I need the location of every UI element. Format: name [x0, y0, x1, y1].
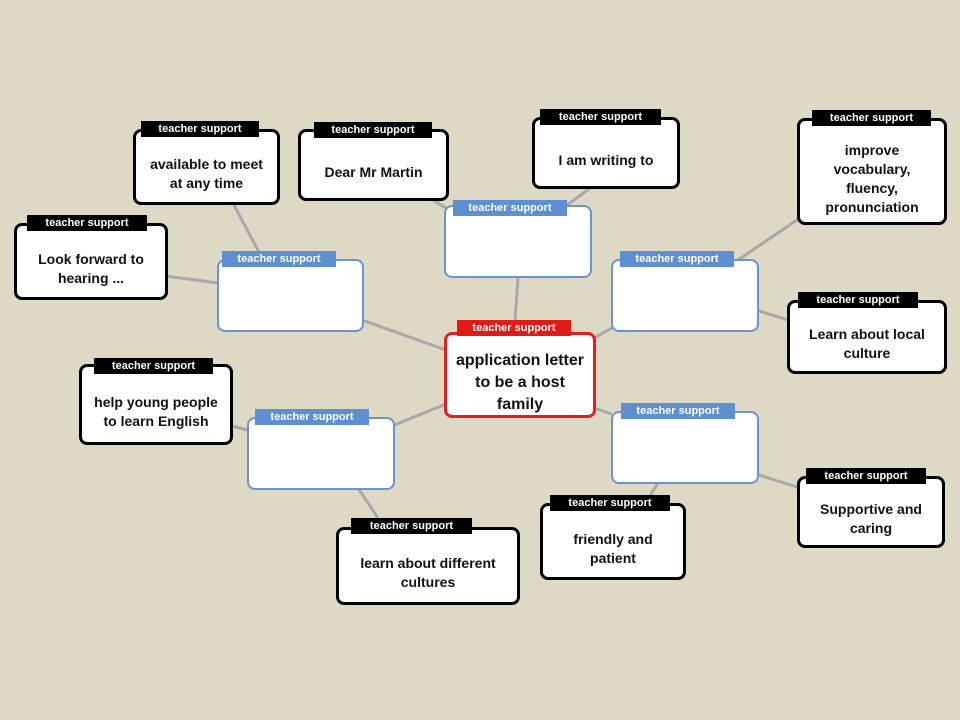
leaf-friendly-text: friendly and patient: [573, 530, 653, 566]
link-left-lookforward: [165, 274, 219, 285]
leaf-vocabulary-text: improve vocabulary, fluency, pronunciati…: [825, 141, 919, 215]
leaf-look-forward-tag[interactable]: teacher support: [27, 215, 147, 231]
branch-left-tag[interactable]: teacher support: [222, 251, 336, 267]
center-topic-tag[interactable]: teacher support: [457, 320, 571, 336]
leaf-look-forward[interactable]: Look forward to hearing ...: [14, 223, 168, 300]
leaf-dear[interactable]: Dear Mr Martin: [298, 129, 449, 201]
branch-node-bottom-right[interactable]: [611, 411, 759, 484]
center-topic-node[interactable]: application letter to be a host family: [444, 332, 596, 418]
leaf-dear-text: Dear Mr Martin: [324, 163, 423, 180]
leaf-help-young-text: help young people to learn English: [94, 393, 218, 429]
link-center-bottom-right: [593, 406, 613, 416]
leaf-help-young-tag[interactable]: teacher support: [94, 358, 213, 374]
leaf-help-young[interactable]: help young people to learn English: [79, 364, 233, 445]
leaf-available-tag[interactable]: teacher support: [141, 121, 259, 137]
link-br-supportive: [755, 472, 801, 490]
branch-bottom-left-tag[interactable]: teacher support: [255, 409, 369, 425]
leaf-dear-tag[interactable]: teacher support: [314, 122, 432, 138]
leaf-supportive-text: Supportive and caring: [820, 501, 922, 536]
branch-left-text: [219, 261, 362, 330]
leaf-available[interactable]: available to meet at any time: [133, 129, 280, 205]
leaf-friendly-tag[interactable]: teacher support: [550, 495, 670, 511]
link-right-vocab: [737, 216, 801, 262]
leaf-local-culture-text: Learn about local culture: [809, 326, 925, 361]
leaf-available-text: available to meet at any time: [150, 156, 263, 191]
link-right-local: [755, 308, 789, 322]
branch-bottom-right-tag[interactable]: teacher support: [621, 403, 735, 419]
leaf-writing-text: I am writing to: [558, 151, 654, 168]
leaf-look-forward-text: Look forward to hearing ...: [38, 250, 144, 286]
leaf-supportive[interactable]: Supportive and caring: [797, 476, 945, 548]
center-topic-text: application letter to be a host family: [455, 352, 585, 413]
leaf-different-cultures[interactable]: learn about different cultures: [336, 527, 520, 605]
leaf-local-culture[interactable]: Learn about local culture: [787, 300, 947, 374]
link-bl-cultures: [356, 487, 380, 519]
branch-right-top-text: [613, 261, 757, 330]
leaf-writing[interactable]: I am writing to: [532, 117, 680, 189]
leaf-vocabulary[interactable]: improve vocabulary, fluency, pronunciati…: [797, 118, 947, 225]
leaf-different-cultures-text: learn about different cultures: [360, 555, 496, 590]
leaf-supportive-tag[interactable]: teacher support: [806, 468, 926, 484]
branch-node-right-top[interactable]: [611, 259, 759, 332]
branch-top-text: [446, 207, 590, 276]
branch-node-left[interactable]: [217, 259, 364, 332]
link-left-available: [232, 204, 264, 259]
leaf-different-cultures-tag[interactable]: teacher support: [351, 518, 472, 534]
link-center-right: [593, 326, 613, 340]
leaf-friendly[interactable]: friendly and patient: [540, 503, 686, 580]
branch-top-tag[interactable]: teacher support: [453, 200, 567, 216]
branch-node-bottom-left[interactable]: [247, 417, 395, 490]
link-top-writing: [565, 186, 591, 208]
link-center-bottom-left: [391, 402, 447, 428]
link-bl-help: [231, 424, 249, 432]
branch-bottom-left-text: [249, 419, 393, 488]
leaf-writing-tag[interactable]: teacher support: [540, 109, 661, 125]
leaf-vocabulary-tag[interactable]: teacher support: [812, 110, 931, 126]
branch-right-top-tag[interactable]: teacher support: [620, 251, 734, 267]
branch-bottom-right-text: [613, 413, 757, 482]
link-center-left: [361, 318, 447, 352]
leaf-local-culture-tag[interactable]: teacher support: [798, 292, 918, 308]
